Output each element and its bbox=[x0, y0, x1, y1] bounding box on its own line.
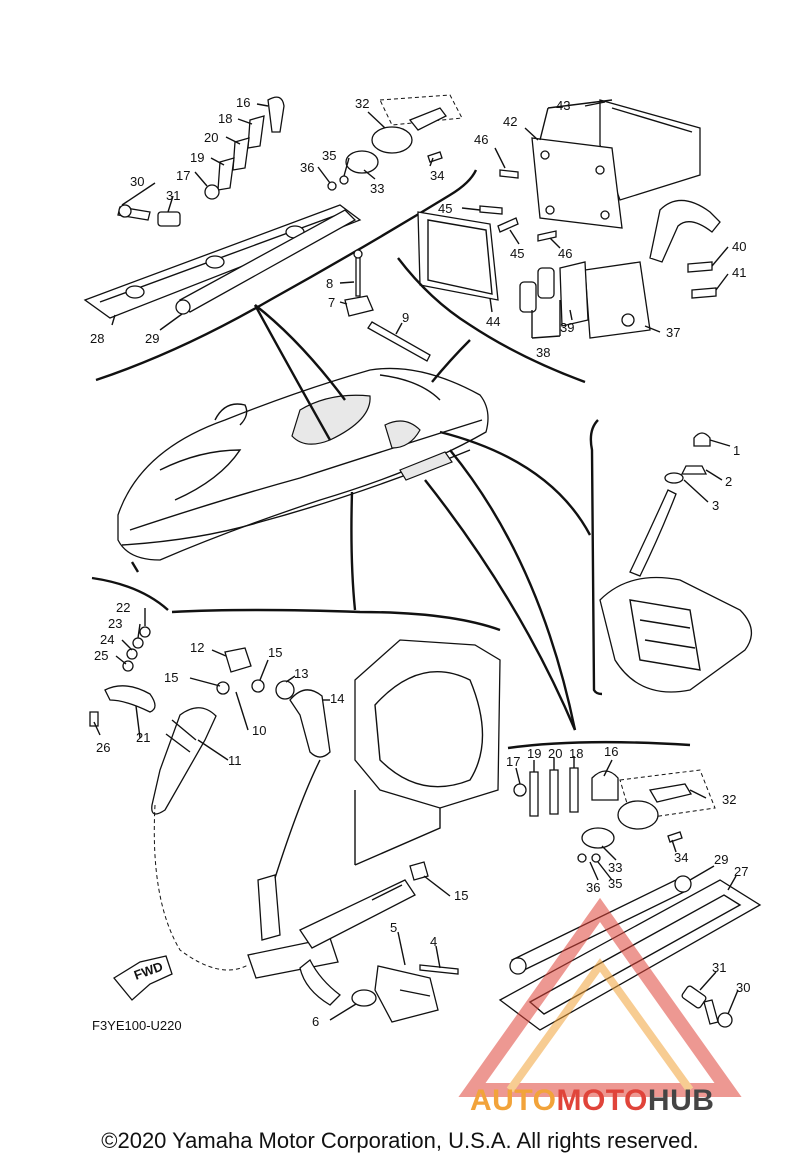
callout-22: 22 bbox=[116, 600, 130, 615]
callout-15-left: 15 bbox=[164, 670, 178, 685]
callout-16: 16 bbox=[236, 95, 250, 110]
callout-32-lower: 32 bbox=[722, 792, 736, 807]
callout-35-lower: 35 bbox=[608, 876, 622, 891]
callout-30-lower: 30 bbox=[736, 980, 750, 995]
callout-21: 21 bbox=[136, 730, 150, 745]
callout-5: 5 bbox=[390, 920, 397, 935]
callout-41: 41 bbox=[732, 265, 746, 280]
fwd-arrow: FWD bbox=[113, 955, 173, 1001]
storage-box-assembly bbox=[417, 99, 729, 339]
callout-18: 18 bbox=[218, 111, 232, 126]
callout-19: 19 bbox=[190, 150, 204, 165]
callout-23: 23 bbox=[108, 616, 122, 631]
callout-29: 29 bbox=[145, 331, 159, 346]
logo-hub: HUB bbox=[647, 1084, 715, 1117]
callout-20-lower: 20 bbox=[548, 746, 562, 761]
callout-15-right: 15 bbox=[268, 645, 282, 660]
watermark-logo-triangle bbox=[458, 897, 742, 1097]
callout-6: 6 bbox=[312, 1014, 319, 1029]
callout-1: 1 bbox=[733, 443, 740, 458]
callout-34: 34 bbox=[430, 168, 444, 183]
callout-14: 14 bbox=[330, 691, 344, 706]
logo-auto: AUTO bbox=[470, 1084, 557, 1117]
diagram-code: F3YE100-U220 bbox=[92, 1018, 182, 1033]
copyright-notice: ©2020 Yamaha Motor Corporation, U.S.A. A… bbox=[101, 1128, 699, 1153]
strap-parts bbox=[339, 249, 431, 362]
callout-19-lower: 19 bbox=[527, 746, 541, 761]
callout-17: 17 bbox=[176, 168, 190, 183]
callout-13: 13 bbox=[294, 666, 308, 681]
reference-arrows bbox=[130, 304, 592, 731]
callout-42: 42 bbox=[503, 114, 517, 129]
callout-30: 30 bbox=[130, 174, 144, 189]
callout-31: 31 bbox=[166, 188, 180, 203]
callout-36: 36 bbox=[300, 160, 314, 175]
callout-36-lower: 36 bbox=[586, 880, 600, 895]
callout-46-upper: 46 bbox=[474, 132, 488, 147]
callout-10: 10 bbox=[252, 723, 266, 738]
group-bracket-bottom-right bbox=[507, 740, 691, 750]
callout-17-lower: 17 bbox=[506, 754, 520, 769]
callout-9: 9 bbox=[402, 310, 409, 325]
callout-26: 26 bbox=[96, 740, 110, 755]
group-bracket-top-left bbox=[95, 169, 478, 382]
group-bracket-top-right bbox=[397, 257, 586, 384]
callout-32: 32 bbox=[355, 96, 369, 111]
callout-25: 25 bbox=[94, 648, 108, 663]
callout-4: 4 bbox=[430, 934, 437, 949]
callout-44: 44 bbox=[486, 314, 500, 329]
callout-45-lower: 45 bbox=[510, 246, 524, 261]
hose-assembly bbox=[89, 608, 501, 1023]
callout-46-lower: 46 bbox=[558, 246, 572, 261]
group-bracket-left bbox=[91, 576, 169, 611]
callout-43: 43 bbox=[556, 98, 570, 113]
callout-12: 12 bbox=[190, 640, 204, 655]
callout-33-lower: 33 bbox=[608, 860, 622, 875]
callout-7: 7 bbox=[328, 295, 335, 310]
callout-16-lower: 16 bbox=[604, 744, 618, 759]
callout-37: 37 bbox=[666, 325, 680, 340]
callout-20: 20 bbox=[204, 130, 218, 145]
callout-28: 28 bbox=[90, 331, 104, 346]
callout-numbers: 16 18 20 19 17 30 31 28 29 32 35 36 33 3… bbox=[90, 95, 750, 1033]
callout-40: 40 bbox=[732, 239, 746, 254]
callout-8: 8 bbox=[326, 276, 333, 291]
callout-29-lower: 29 bbox=[714, 852, 728, 867]
callout-31-lower: 31 bbox=[712, 960, 726, 975]
watercraft-hull bbox=[117, 367, 489, 561]
callout-33: 33 bbox=[370, 181, 384, 196]
group-bracket-center bbox=[171, 608, 501, 632]
callout-15-lower: 15 bbox=[454, 888, 468, 903]
handle-assembly-top bbox=[83, 94, 463, 331]
watermark-logo-text: AUTOMOTOHUB bbox=[470, 1084, 714, 1118]
callout-11: 11 bbox=[228, 753, 242, 768]
pump-housing-assembly bbox=[589, 419, 752, 696]
callout-34-lower: 34 bbox=[674, 850, 688, 865]
callout-38: 38 bbox=[536, 345, 550, 360]
callout-39: 39 bbox=[560, 320, 574, 335]
callout-2: 2 bbox=[725, 474, 732, 489]
callout-27: 27 bbox=[734, 864, 748, 879]
callout-3: 3 bbox=[712, 498, 719, 513]
callout-35: 35 bbox=[322, 148, 336, 163]
callout-45-upper: 45 bbox=[438, 201, 452, 216]
callout-24: 24 bbox=[100, 632, 114, 647]
callout-18-lower: 18 bbox=[569, 746, 583, 761]
logo-moto: MOTO bbox=[556, 1084, 648, 1117]
